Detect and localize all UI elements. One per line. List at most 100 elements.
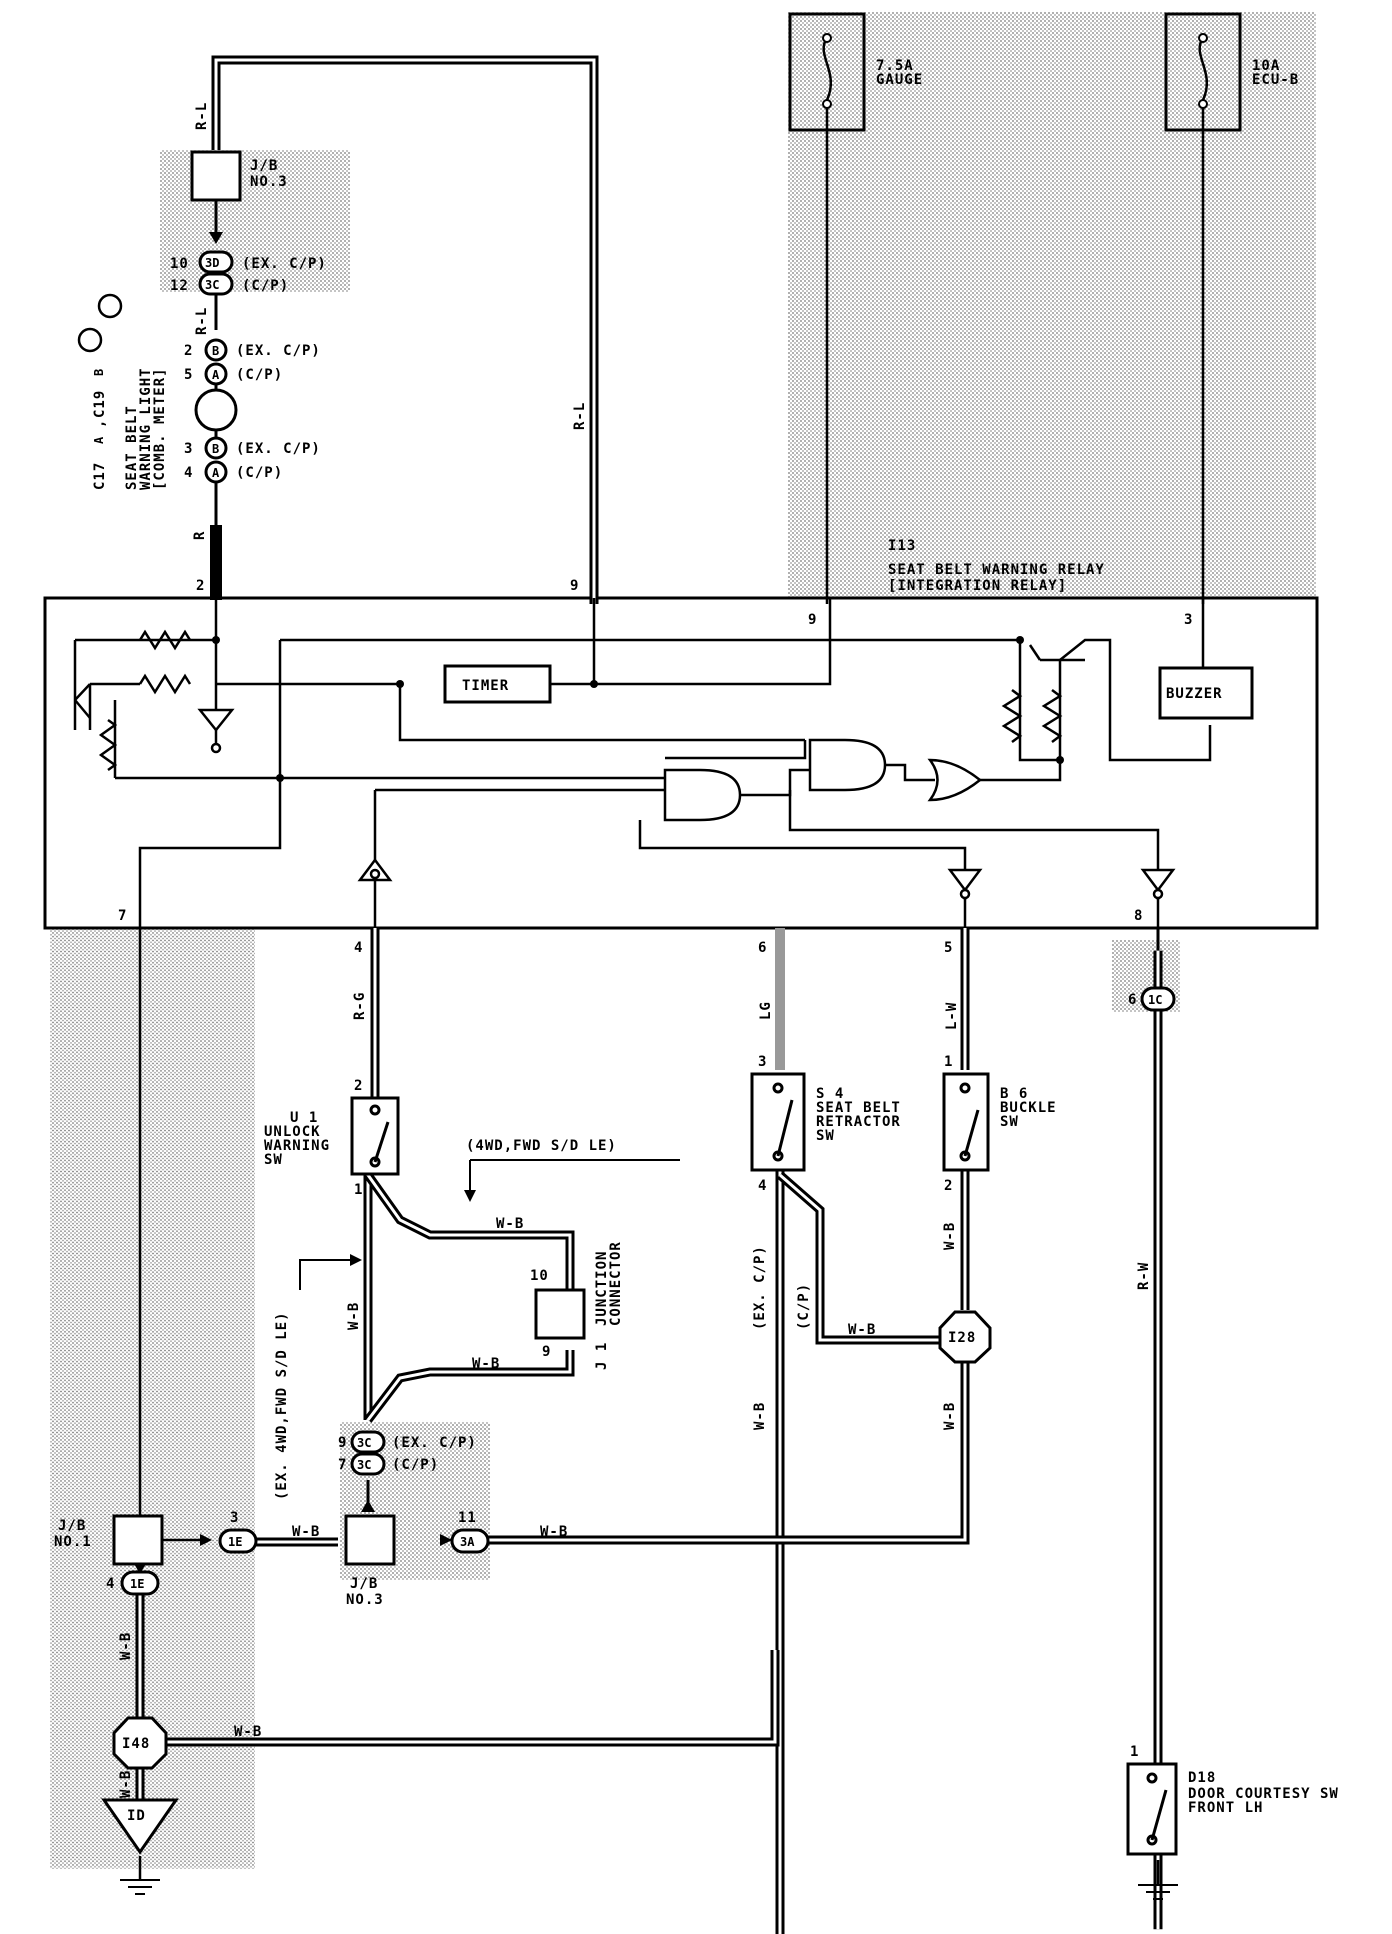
meter-line1: SEAT BELT xyxy=(124,405,140,490)
connector-pills-lower xyxy=(120,986,1176,1596)
conn-1e4-code: 1E xyxy=(130,1577,144,1591)
jb3-bot-conn-pin-1: 9 xyxy=(338,1435,347,1451)
d18-name1: DOOR COURTESY SW xyxy=(1188,1786,1339,1802)
jb3-top-no: NO.3 xyxy=(250,174,288,190)
note-cp: (C/P) xyxy=(796,1283,812,1330)
s4-id: S 4 xyxy=(816,1086,844,1102)
switch-s4 xyxy=(750,1072,806,1172)
meter-sep: , xyxy=(92,419,108,428)
splice-i48 xyxy=(112,1716,168,1770)
note-exfwd: (EX. 4WD,FWD S/D LE) xyxy=(274,1311,290,1500)
jb3-bot-no: NO.3 xyxy=(346,1592,384,1608)
wire-rg: R-G xyxy=(352,992,368,1020)
relay-junction-dots xyxy=(212,636,1064,782)
wire-wb-8: W-B xyxy=(292,1524,320,1540)
wire-wb-4: W-B xyxy=(848,1322,876,1338)
j1-box xyxy=(534,1288,586,1340)
b6-pin-bot: 2 xyxy=(944,1178,953,1194)
jb3-top-box xyxy=(190,150,242,202)
fuse-gauge xyxy=(788,12,866,132)
pin-9-right: 9 xyxy=(808,612,817,628)
splice-i28-label: I28 xyxy=(948,1330,976,1346)
relay-internals xyxy=(73,598,1254,928)
j1-id: J 1 xyxy=(594,1342,610,1370)
meter-label-vertical: C17 A , C19 B xyxy=(92,369,108,490)
j1-name1: JUNCTION xyxy=(594,1251,610,1326)
wire-wb-9: W-B xyxy=(540,1524,568,1540)
note-fwd: (4WD,FWD S/D LE) xyxy=(466,1138,617,1154)
ground-id xyxy=(101,1798,179,1855)
switch-d18 xyxy=(1126,1762,1178,1856)
meter-pin-1: 2 xyxy=(184,343,193,359)
jb3-bot-conn-note-1: (EX. C/P) xyxy=(392,1435,477,1451)
wire-lw: L-W xyxy=(944,1002,960,1030)
relay-id: I13 xyxy=(888,538,916,554)
conn-top-code-1: 3D xyxy=(205,256,219,270)
wire-lg: LG xyxy=(758,1001,774,1020)
relay-timer-label: TIMER xyxy=(462,678,509,694)
pin-9-left: 9 xyxy=(570,578,579,594)
wire-r: R xyxy=(192,531,208,540)
j1-label-vertical: J 1 JUNCTION CONNECTOR xyxy=(594,1241,624,1370)
wire-wb-3: W-B xyxy=(346,1302,362,1330)
meter-code-3: B xyxy=(212,442,219,456)
meter-line3: [COMB. METER] xyxy=(152,367,168,490)
fuse-ecu-name: ECU-B xyxy=(1252,72,1299,88)
pin-7: 7 xyxy=(118,908,127,924)
wire-wb-12: W-B xyxy=(118,1770,134,1798)
pin-5: 5 xyxy=(944,940,953,956)
wire-rl-top: R-L xyxy=(194,102,210,130)
meter-id-b: C19 xyxy=(92,390,108,418)
pin-8: 8 xyxy=(1134,908,1143,924)
conn-top-note-1: (EX. C/P) xyxy=(242,256,327,272)
splice-i28 xyxy=(938,1310,992,1364)
b6-name1: BUCKLE xyxy=(1000,1100,1057,1116)
relay-buzzer-label: BUZZER xyxy=(1166,686,1223,702)
jb3-bot-name: J/B xyxy=(350,1576,378,1592)
meter-code-1: B xyxy=(212,344,219,358)
meter-note-4: (C/P) xyxy=(236,465,283,481)
b6-name2: SW xyxy=(1000,1114,1019,1130)
wire-rl-right: R-L xyxy=(572,402,588,430)
jb3-bot-conn-code-2: 3C xyxy=(357,1458,371,1472)
wire-wb-2: W-B xyxy=(472,1356,500,1372)
conn-1e4-pin: 4 xyxy=(106,1576,115,1592)
wire-rw: R-W xyxy=(1136,1262,1152,1290)
conn-3a-pin: 11 xyxy=(458,1510,477,1526)
conn-1c-pin: 6 xyxy=(1128,992,1137,1008)
meter-line2: WARNING LIGHT xyxy=(138,367,154,490)
meter-note-2: (C/P) xyxy=(236,367,283,383)
u1-pin-top: 2 xyxy=(354,1078,363,1094)
fuse-ecu-rating: 10A xyxy=(1252,58,1280,74)
conn-top-code-2: 3C xyxy=(205,278,219,292)
switch-b6 xyxy=(942,1072,990,1172)
d18-id: D18 xyxy=(1188,1770,1216,1786)
wire-wb-5: W-B xyxy=(942,1222,958,1250)
s4-pin-top: 3 xyxy=(758,1054,767,1070)
jb-boxes-lower xyxy=(112,1514,396,1566)
wire-wb-10: W-B xyxy=(118,1632,134,1660)
wire-wb-6: W-B xyxy=(942,1402,958,1430)
meter-pin-2: 5 xyxy=(184,367,193,383)
wire-rl-mid: R-L xyxy=(194,307,210,335)
conn-1e3-code: 1E xyxy=(228,1535,242,1549)
s4-name2: RETRACTOR xyxy=(816,1114,901,1130)
fuse-gauge-name: GAUGE xyxy=(876,72,923,88)
d18-pin: 1 xyxy=(1130,1744,1139,1760)
jb1-no: NO.1 xyxy=(54,1534,92,1550)
jb1-name: J/B xyxy=(58,1518,86,1534)
s4-pin-bot: 4 xyxy=(758,1178,767,1194)
jb3-bot-conn-code-1: 3C xyxy=(357,1436,371,1450)
connector-pills-top xyxy=(77,250,238,484)
d18-name2: FRONT LH xyxy=(1188,1800,1263,1816)
splice-i48-label: I48 xyxy=(122,1736,150,1752)
meter-pin-3: 3 xyxy=(184,441,193,457)
switch-u1 xyxy=(350,1096,400,1176)
u1-name3: SW xyxy=(264,1152,283,1168)
pin-3: 3 xyxy=(1184,612,1193,628)
pin-4: 4 xyxy=(354,940,363,956)
conn-top-pin-1: 10 xyxy=(170,256,189,272)
ground-id-label: ID xyxy=(127,1808,146,1824)
wire-wb-7: W-B xyxy=(752,1402,768,1430)
wire-wb-1: W-B xyxy=(496,1216,524,1232)
